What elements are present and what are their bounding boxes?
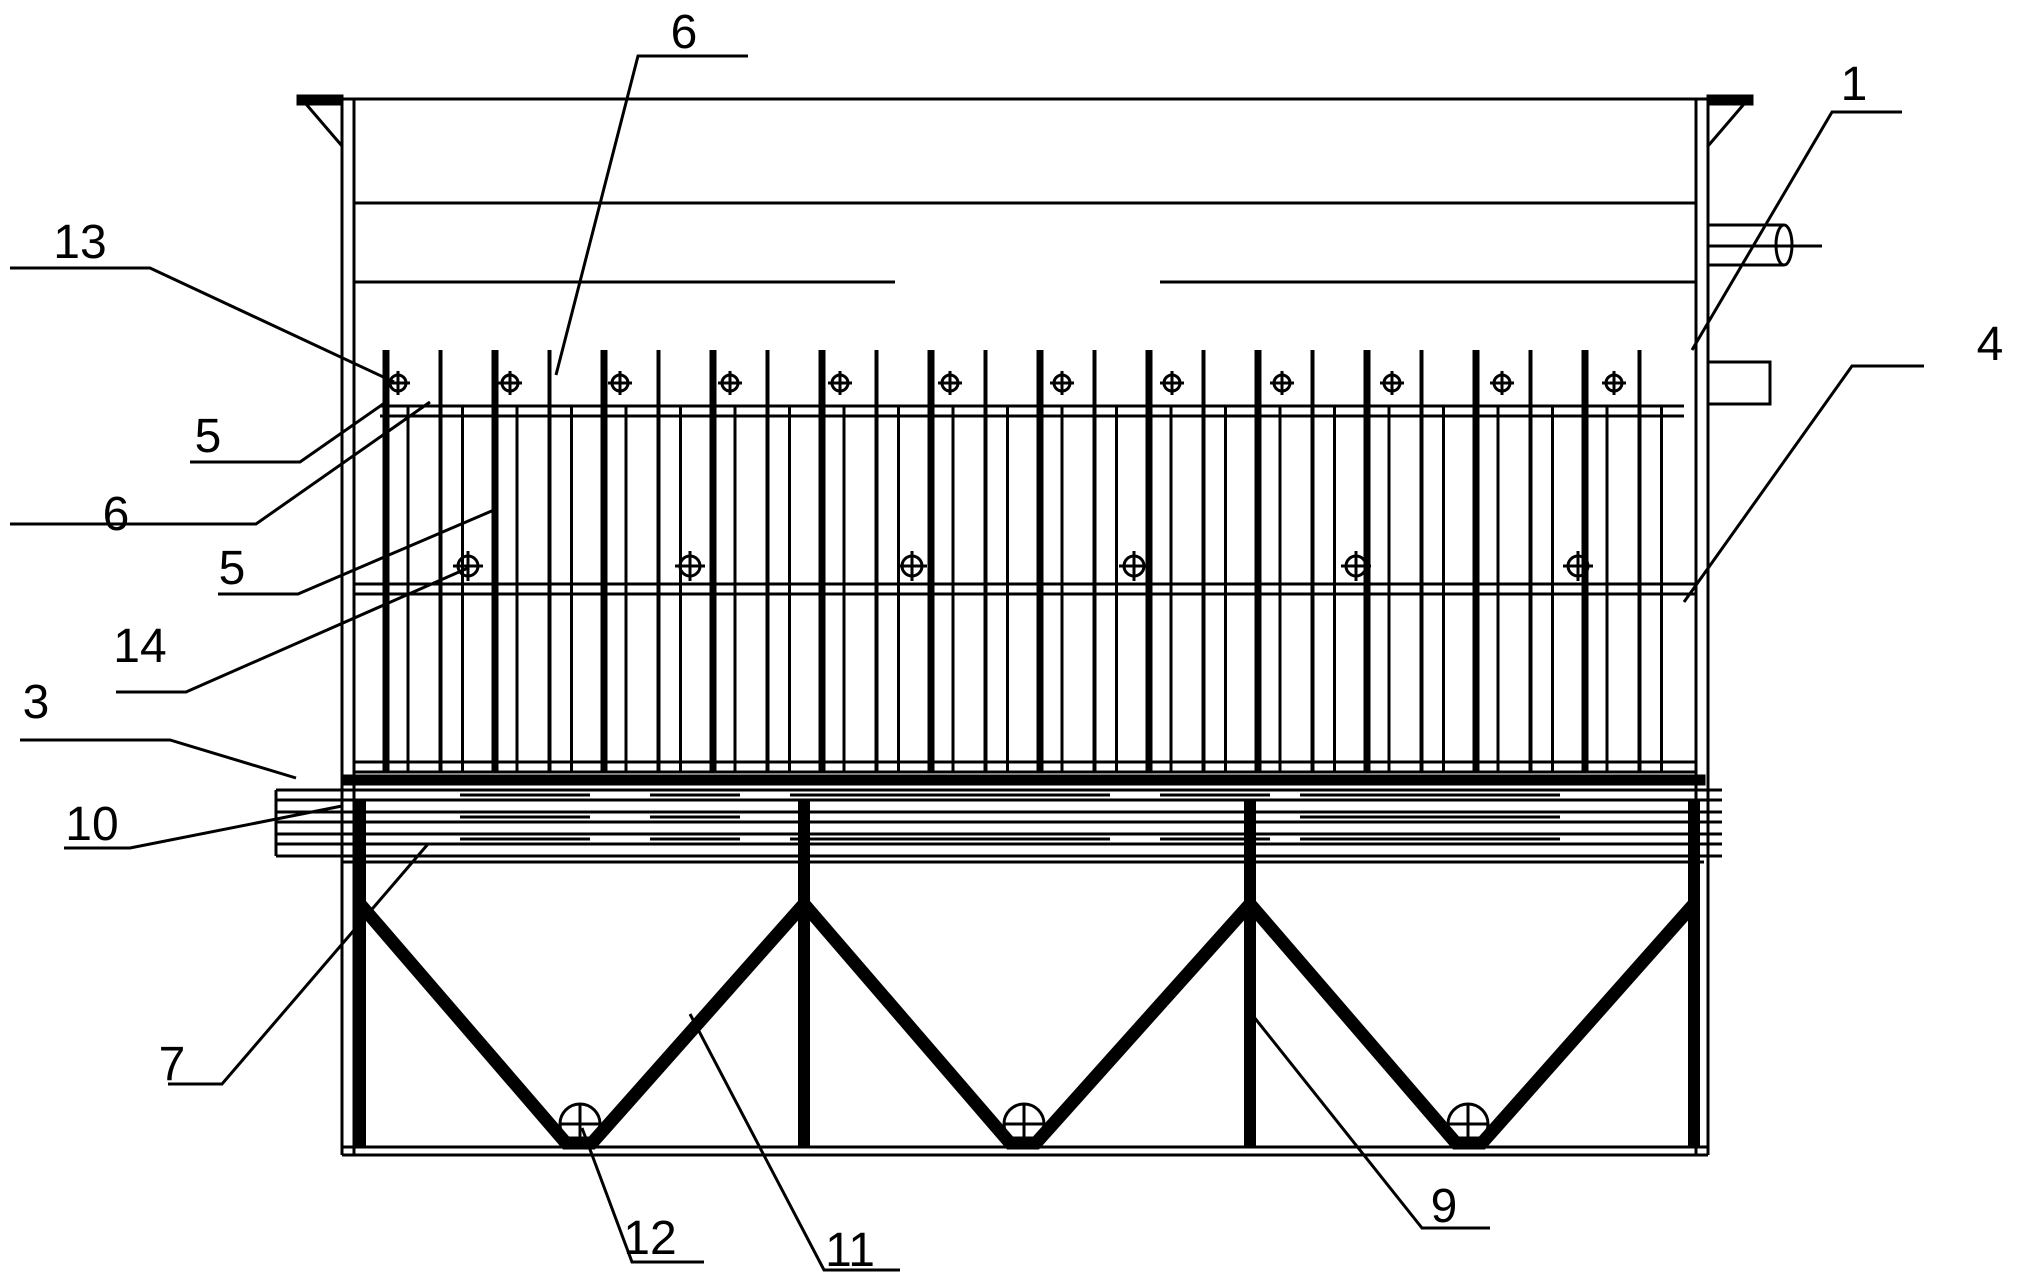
label-5-first: 5 [195, 410, 222, 463]
label-3: 3 [23, 676, 50, 729]
leader-lines [10, 54, 1924, 1272]
label-1: 1 [1841, 58, 1868, 111]
label-9: 9 [1431, 1180, 1458, 1233]
bolt-symbols [386, 371, 1626, 581]
callout-labels: 1 6 13 5 6 5 14 4 3 10 7 12 11 9 [23, 6, 2004, 1277]
label-12: 12 [623, 1212, 676, 1265]
plate-frame [354, 404, 1696, 774]
label-7: 7 [159, 1038, 186, 1091]
label-10: 10 [65, 798, 118, 851]
label-14: 14 [113, 620, 166, 673]
label-6-top: 6 [671, 6, 698, 59]
inlet-pipe [1706, 360, 1772, 406]
label-6-second: 6 [103, 488, 130, 541]
label-5-second: 5 [219, 542, 246, 595]
label-13: 13 [53, 216, 106, 269]
label-4: 4 [1977, 318, 2004, 371]
outlet-pipe [1708, 223, 1822, 267]
water-level-lines [354, 201, 1696, 284]
sludge-drain-valves [558, 1102, 1490, 1146]
label-11: 11 [825, 1224, 875, 1277]
water-collector [274, 774, 1722, 864]
